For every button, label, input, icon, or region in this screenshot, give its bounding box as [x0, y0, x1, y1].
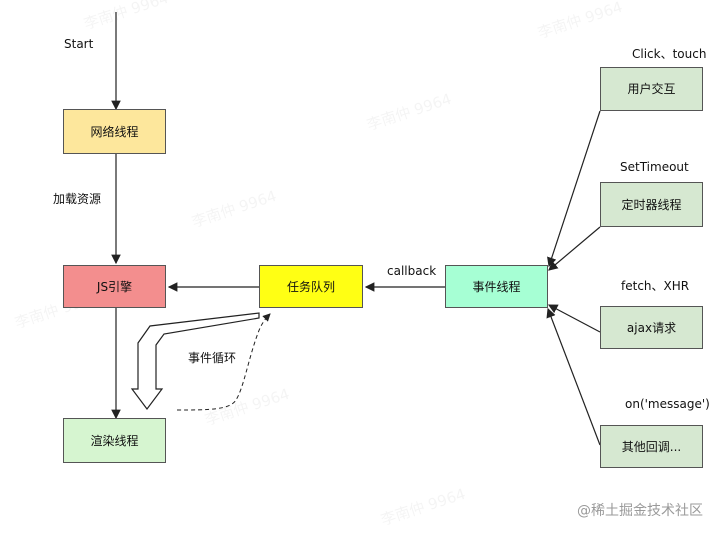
node-other-callbacks-label: 其他回调... — [621, 439, 682, 454]
node-network-thread-label: 网络线程 — [90, 124, 139, 139]
timer-to-event-arrow — [548, 226, 601, 271]
node-ajax-request: ajax请求 — [600, 306, 703, 349]
label-start: Start — [64, 37, 94, 51]
node-user-interaction-label: 用户交互 — [627, 82, 676, 96]
node-event-thread: 事件线程 — [445, 265, 548, 308]
node-ajax-request-label: ajax请求 — [626, 320, 677, 335]
node-render-thread-label: 渲染线程 — [90, 433, 139, 448]
label-fetch-xhr: fetch、XHR — [621, 279, 690, 293]
others-to-event-arrow — [546, 307, 601, 446]
user-interaction-to-event-arrow — [547, 110, 601, 268]
label-load-resources: 加载资源 — [53, 192, 102, 206]
event-loop-dashed-arrow — [176, 313, 271, 411]
node-render-thread: 渲染线程 — [63, 418, 166, 463]
label-event-loop: 事件循环 — [188, 351, 237, 365]
ajax-to-event-arrow — [547, 304, 601, 333]
node-timer-thread: 定时器线程 — [600, 182, 703, 227]
label-on-message: on('message') — [625, 397, 710, 411]
node-event-thread-label: 事件线程 — [472, 279, 521, 294]
node-network-thread: 网络线程 — [63, 109, 166, 154]
node-user-interaction: 用户交互 — [600, 67, 703, 111]
node-js-engine-label: JS引擎 — [96, 279, 133, 294]
event-loop-hollow-arrow-icon — [130, 312, 260, 410]
node-js-engine: JS引擎 — [63, 265, 166, 308]
footer-credit: @稀土掘金技术社区 — [577, 503, 703, 519]
label-click-touch: Click、touch — [632, 47, 707, 61]
node-task-queue: 任务队列 — [259, 265, 363, 308]
label-settimeout: SetTimeout — [620, 160, 689, 174]
label-callback: callback — [387, 264, 437, 278]
node-task-queue-label: 任务队列 — [286, 279, 335, 294]
node-other-callbacks: 其他回调... — [600, 425, 703, 468]
node-timer-thread-label: 定时器线程 — [621, 197, 682, 212]
